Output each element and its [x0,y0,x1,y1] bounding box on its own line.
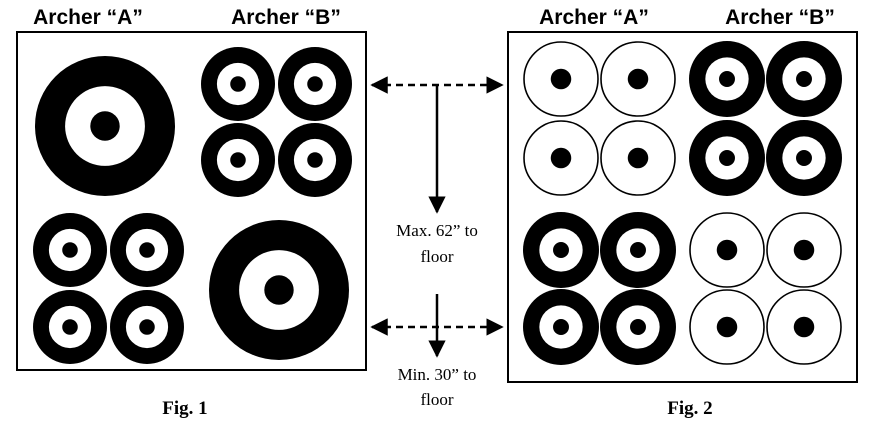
target-center-dot [793,239,815,261]
target-center-dot [230,76,246,92]
target-center-dot [553,319,569,335]
target-center-dot [796,71,812,87]
fig2-caption: Fig. 2 [667,398,712,419]
fig1-targets [33,47,352,364]
fig1-caption: Fig. 1 [162,398,207,419]
fig2-header-archer-a: Archer “A” [539,6,649,29]
target-center-dot [139,319,155,335]
fig2-targets [523,41,842,365]
fig1-header-archer-b: Archer “B” [231,6,341,29]
height-guides: Max. 62” to floor Min. 30” to floor [370,76,504,409]
target-center-dot [230,152,246,168]
min-height-label: Min. 30” to [398,365,477,384]
target-center-dot [307,152,323,168]
figure-2: Archer “A” Archer “B” Fig. 2 [507,6,858,419]
target-center-dot [90,111,120,141]
fig2-header-archer-b: Archer “B” [725,6,835,29]
figure-1: Archer “A” Archer “B” Fig. 1 [16,6,367,419]
target-center-dot [550,147,572,169]
target-center-dot [630,242,646,258]
target-center-dot [62,242,78,258]
target-center-dot [796,150,812,166]
fig1-header-archer-a: Archer “A” [33,6,143,29]
target-center-dot [627,147,649,169]
target-center-dot [553,242,569,258]
min-height-label-floor: floor [420,390,453,409]
max-height-label: Max. 62” to [396,221,478,240]
target-center-dot [630,319,646,335]
target-center-dot [62,319,78,335]
target-center-dot [716,239,738,261]
max-height-label-floor: floor [420,247,453,266]
target-center-dot [719,71,735,87]
target-center-dot [550,68,572,90]
target-center-dot [719,150,735,166]
target-center-dot [716,316,738,338]
target-center-dot [307,76,323,92]
target-center-dot [793,316,815,338]
target-center-dot [139,242,155,258]
target-center-dot [627,68,649,90]
target-center-dot [264,275,294,305]
